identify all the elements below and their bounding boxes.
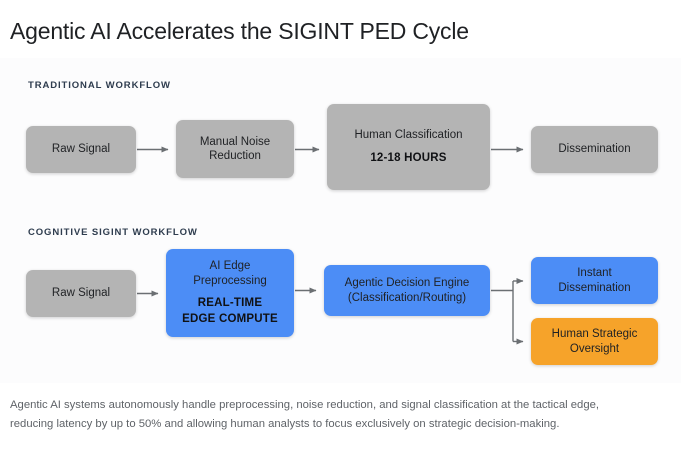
node-label-line-2: (Classification/Routing): [347, 291, 467, 304]
node-instant-dissemination[interactable]: Instant Dissemination: [531, 257, 658, 304]
node-raw-signal-traditional[interactable]: Raw Signal: [26, 126, 136, 173]
footer-caption-line-2: reducing latency by up to 50% and allowi…: [10, 418, 560, 430]
node-ai-edge-preprocessing[interactable]: AI Edge Preprocessing REAL-TIME EDGE COM…: [166, 249, 294, 337]
node-label: Raw Signal: [51, 143, 111, 156]
node-label-line-1: Agentic Decision Engine: [344, 277, 470, 289]
node-agentic-decision-engine[interactable]: Agentic Decision Engine (Classification/…: [324, 265, 490, 316]
node-dissemination[interactable]: Dissemination: [531, 126, 658, 173]
node-label-line-2: Preprocessing: [193, 274, 267, 287]
node-emphasis-line-1: REAL-TIME: [197, 297, 263, 309]
node-label-line-2: Oversight: [569, 342, 620, 355]
node-emphasis-line-2: EDGE COMPUTE: [182, 313, 278, 325]
node-duration-badge: 12-18 HOURS: [370, 151, 447, 164]
node-manual-noise-reduction[interactable]: Manual Noise Reduction: [176, 120, 294, 178]
node-label-line-1: AI Edge: [209, 260, 251, 272]
node-human-strategic-oversight[interactable]: Human Strategic Oversight: [531, 318, 658, 365]
node-label-line-2: Dissemination: [558, 281, 631, 294]
node-label-line-1: Instant: [577, 267, 612, 279]
footer-caption-line-1: Agentic AI systems autonomously handle p…: [10, 399, 600, 411]
node-label-line-1: Manual Noise: [199, 135, 271, 148]
node-label-line-2: Reduction: [209, 150, 261, 162]
node-raw-signal-cognitive[interactable]: Raw Signal: [26, 270, 136, 317]
section-label-traditional-workflow: TRADITIONAL WORKFLOW: [28, 80, 171, 91]
node-label-line-1: Human Strategic: [551, 328, 638, 340]
node-human-classification[interactable]: Human Classification 12-18 HOURS: [327, 104, 490, 190]
footer-caption: Agentic AI systems autonomously handle p…: [10, 396, 670, 434]
node-label: Dissemination: [558, 143, 631, 156]
node-label: Raw Signal: [51, 287, 111, 300]
page-title: Agentic AI Accelerates the SIGINT PED Cy…: [10, 18, 469, 44]
node-label: Human Classification: [354, 129, 463, 142]
section-label-cognitive-sigint-workflow: COGNITIVE SIGINT WORKFLOW: [28, 227, 198, 238]
